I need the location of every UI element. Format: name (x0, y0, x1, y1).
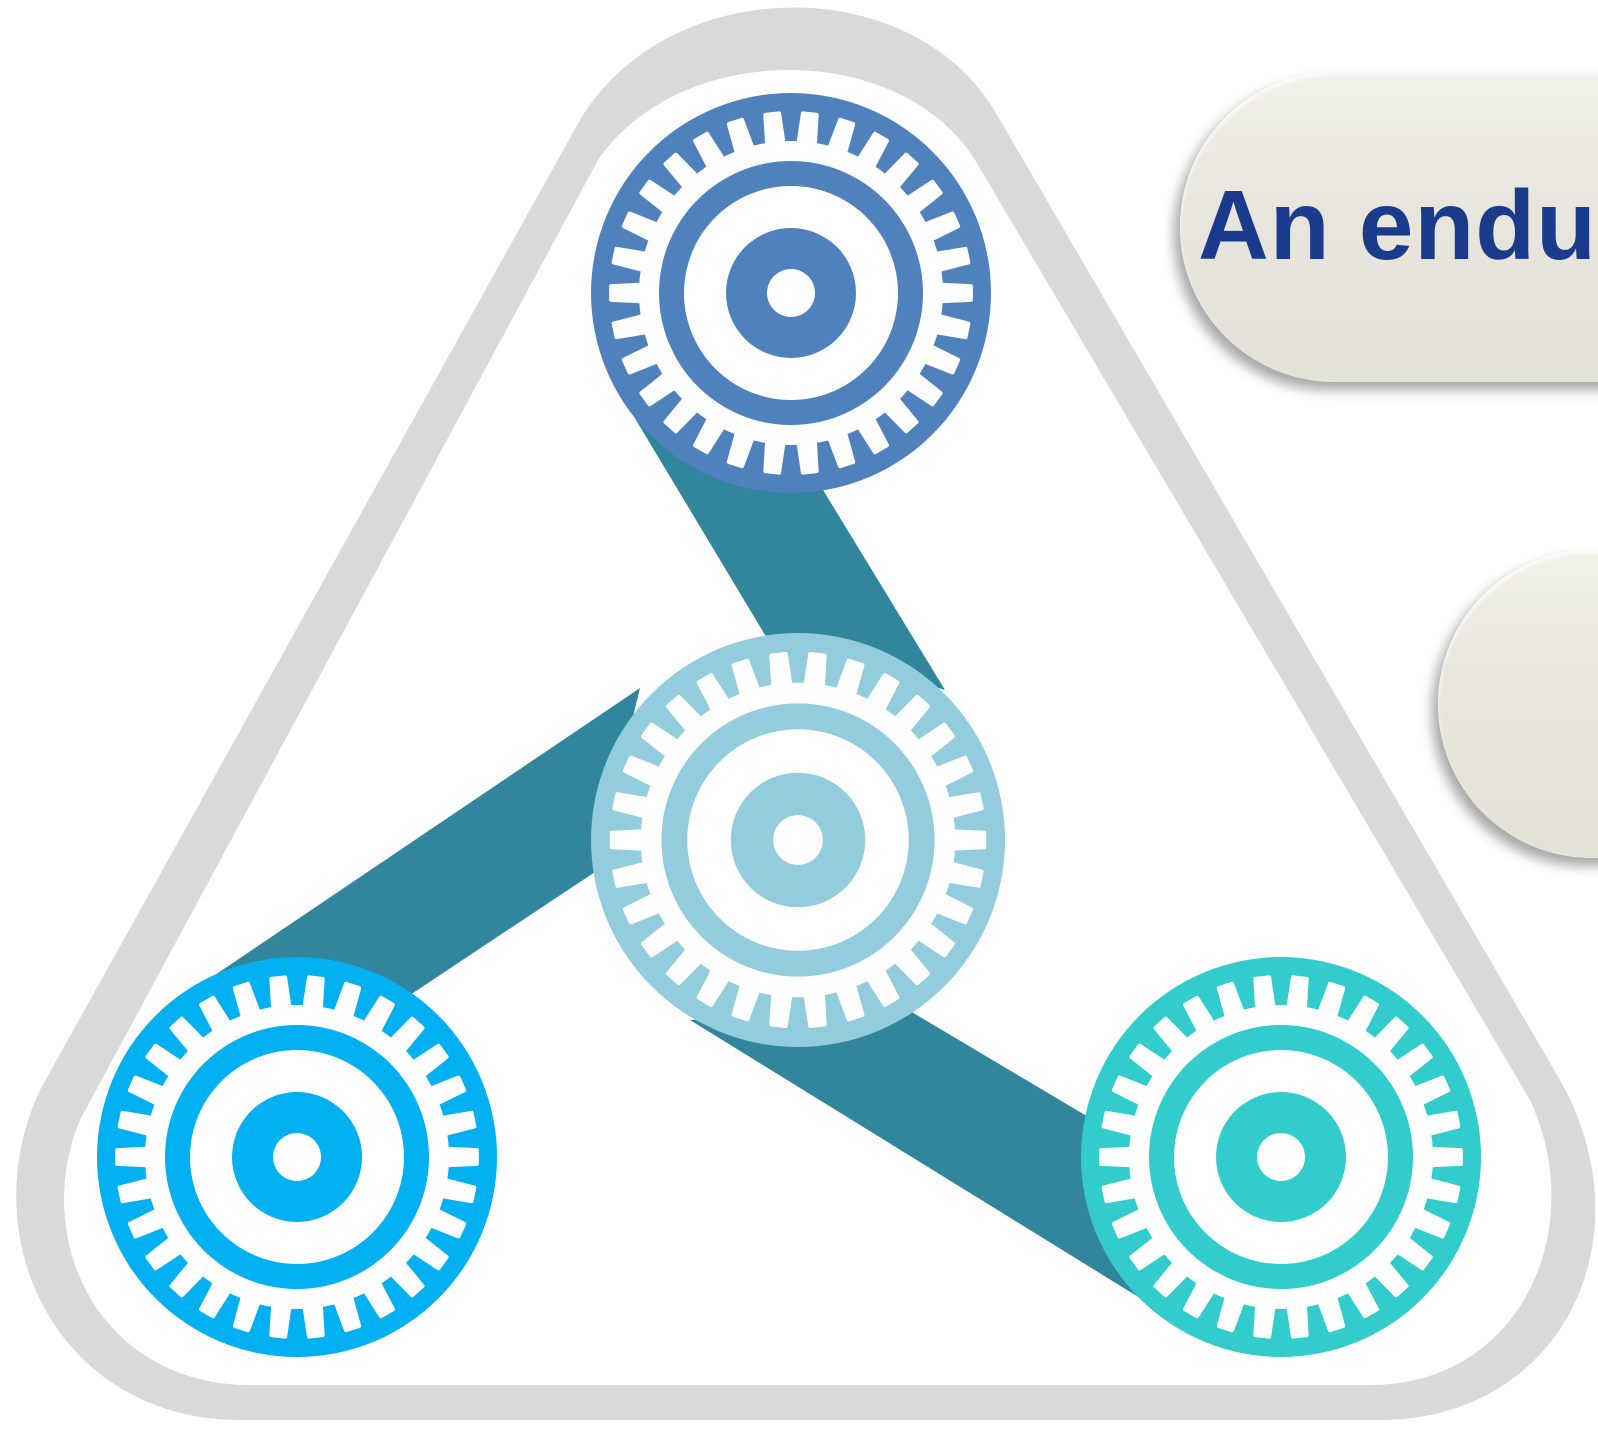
gear-group (97, 93, 1481, 1357)
callout-box-1: An enduri (1180, 72, 1598, 382)
gear-center-icon (591, 633, 1005, 1047)
belt-center-right (690, 1008, 1140, 1298)
callout-label-1: An enduri (1198, 170, 1598, 280)
gear-right-icon (1081, 957, 1481, 1357)
belt-center-left (215, 688, 640, 995)
gear-left-icon (97, 957, 497, 1357)
gear-top-icon (591, 93, 991, 493)
